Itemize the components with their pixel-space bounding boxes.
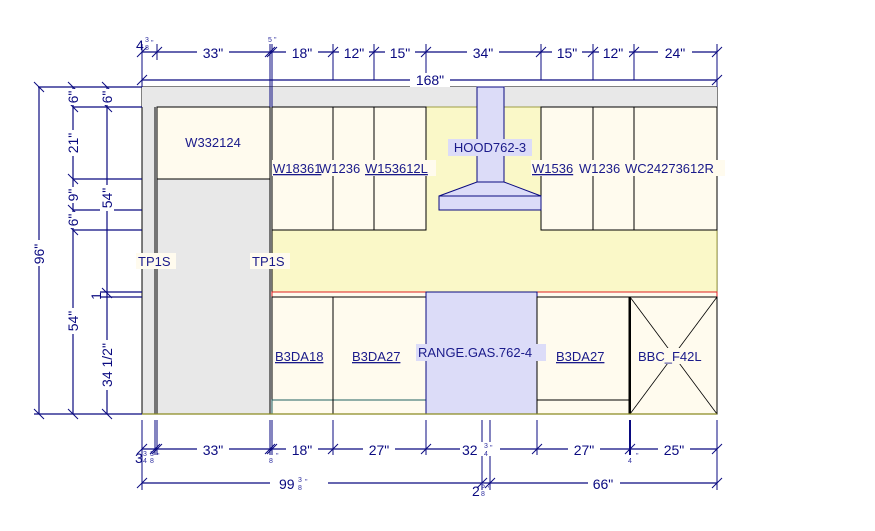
top-dim-overall-168: 168": [416, 72, 444, 88]
label-wc24273612r[interactable]: WC24273612R: [625, 161, 714, 176]
bottom-dim-3-8-inch: ": [157, 453, 160, 460]
top-dim-4-3-8: 4: [136, 37, 144, 53]
left-dim-6-col3: 6": [99, 91, 115, 104]
bottom-dim-99-3-8: 99: [279, 476, 295, 492]
label-w1536[interactable]: W1536: [532, 161, 573, 176]
left-dim-34-1-2: 34 1/2": [99, 343, 115, 387]
top-dim-5-8: 5: [268, 37, 272, 44]
top-dim-24: 24": [665, 45, 686, 61]
label-b3da27-left[interactable]: B3DA27: [352, 349, 400, 364]
bottom-dim-27-left: 27": [369, 442, 390, 458]
top-dim-33: 33": [203, 45, 224, 61]
bottom-dim-5-8-inch: ": [276, 453, 279, 460]
label-b3da18[interactable]: B3DA18: [275, 349, 323, 364]
left-dim-6-top: 6": [65, 91, 81, 104]
bottom-dim-1-4-inch: ": [636, 453, 639, 460]
left-dim-54-upper: 54": [99, 188, 115, 209]
base-cabinet-b3da18[interactable]: [271, 296, 334, 415]
bottom-dim-2-5-8-den: 8: [481, 491, 485, 498]
label-tp1s-right[interactable]: TP1S: [252, 254, 285, 269]
bottom-dim-66: 66": [593, 476, 614, 492]
bottom-dim-2-5-8-num: 5: [481, 483, 485, 490]
base-cabinet-b3da27-right[interactable]: [536, 296, 630, 415]
range-hood[interactable]: [438, 86, 542, 211]
bottom-dim-2-5-8: 2: [472, 483, 480, 499]
top-dim-5-8-inch: ": [274, 37, 277, 44]
label-w1236-left[interactable]: W1236: [319, 161, 360, 176]
soffit: [142, 87, 717, 107]
bottom-dim-99-3-8-den: 8: [298, 485, 302, 492]
left-dim-54-lower: 54": [65, 311, 81, 332]
bottom-dim-25: 25": [664, 442, 685, 458]
label-w153612l[interactable]: W153612L: [365, 161, 428, 176]
countertop-left: [271, 291, 427, 298]
bottom-dim-99-3-8-inch: ": [305, 479, 308, 486]
bottom-dim-1-4-den: 4: [628, 458, 632, 465]
wall-cabinet-w332124[interactable]: [156, 106, 271, 180]
bottom-dim-27-right: 27": [574, 442, 595, 458]
bottom-dim-32-3-4-den: 4: [484, 451, 488, 458]
top-dim-4-3-8-inch: ": [151, 40, 154, 47]
top-dim-18: 18": [292, 45, 313, 61]
left-dim-96: 96": [31, 244, 47, 265]
top-dim-4-3-8-den: 8: [145, 45, 149, 52]
top-dim-12-left: 12": [344, 45, 365, 61]
bottom-dim-3-3-4-num: 3: [143, 451, 147, 458]
top-dim-4-3-8-frac: 3: [145, 37, 149, 44]
bottom-dim-2-5-8-inch: ": [488, 486, 491, 493]
label-b3da27-right[interactable]: B3DA27: [556, 349, 604, 364]
bottom-dim-32-3-4: 32: [462, 442, 478, 458]
bottom-dim-32-3-4-num: 3: [484, 443, 488, 450]
bottom-dim-3-8-den: 8: [150, 458, 154, 465]
left-dim-6-mid: 6": [65, 214, 81, 227]
label-hood762-3[interactable]: HOOD762-3: [454, 140, 526, 155]
bottom-dim-33: 33": [203, 442, 224, 458]
label-w332124[interactable]: W332124: [185, 135, 241, 150]
bottom-dim-32-3-4-inch: ": [490, 445, 493, 452]
left-dim-1-1-2: 1: [88, 292, 104, 300]
label-bbc-f42l[interactable]: BBC_F42L: [638, 349, 702, 364]
left-dim-21: 21": [65, 133, 81, 154]
bottom-dim-3-3-4-den: 4: [143, 458, 147, 465]
label-tp1s-left[interactable]: TP1S: [138, 254, 171, 269]
countertop-right: [536, 291, 718, 298]
bottom-dim-18: 18": [292, 442, 313, 458]
pantry-space: [156, 178, 271, 415]
bottom-dim-5-8-den: 8: [269, 458, 273, 465]
bottom-dim-3-3-4: 3: [135, 450, 143, 466]
bottom-dim-3-8-num: 3: [150, 451, 154, 458]
label-w1236-right[interactable]: W1236: [579, 161, 620, 176]
bottom-dim-99-3-8-num: 3: [298, 477, 302, 484]
bottom-dimension-row: [136, 420, 723, 490]
label-w18361[interactable]: W18361: [273, 161, 321, 176]
left-dimension-columns: [33, 81, 142, 420]
left-dim-9: 9": [65, 189, 81, 202]
top-dim-15-right: 15": [557, 45, 578, 61]
top-dim-15-left: 15": [390, 45, 411, 61]
top-dim-34: 34": [473, 45, 494, 61]
top-dim-12-right: 12": [603, 45, 624, 61]
label-range-gas[interactable]: RANGE.GAS.762-4: [418, 345, 532, 360]
